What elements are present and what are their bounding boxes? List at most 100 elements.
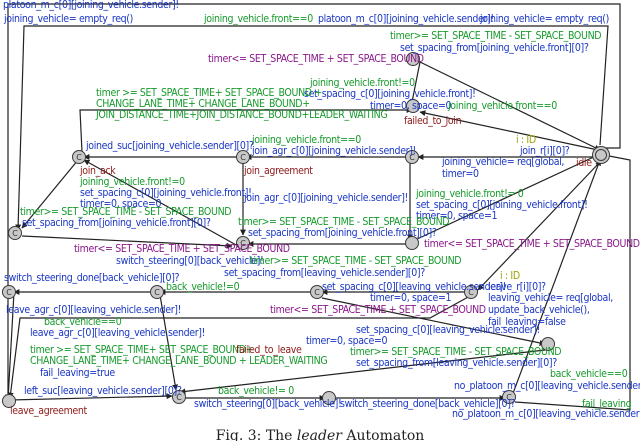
select-label: i : ID	[500, 270, 520, 282]
edge-label: leave_r[i][0]?	[488, 281, 546, 293]
edge-label: leaving_vehicle= req[global,	[488, 292, 613, 304]
committed-marker: C	[154, 287, 160, 297]
edge-label: set_spacing_c[0][joining_vehicle.front]!	[80, 187, 252, 199]
edge-label: set_spacing_c[0][joining_vehicle.front]!	[304, 88, 476, 100]
edge-label: timer=0, space=1	[370, 292, 452, 304]
edge-label: timer=0, space=0	[370, 100, 452, 112]
leave-left-node: C	[2, 285, 16, 299]
edge-label: joining_vehicle.front==0	[204, 13, 313, 25]
leave-request-node: C	[464, 285, 478, 299]
edge-label: set_spacing_from[joining_vehicle.front][…	[400, 42, 589, 54]
edge-label: leave_agr_c[0][leaving_vehicle.sender]!	[30, 327, 206, 339]
edge-label: update_back_vehicle(),	[488, 304, 590, 316]
edge-label: set_spacing_c[0][joining_vehicle.front]!	[416, 199, 588, 211]
committed-marker: C	[12, 228, 18, 238]
edge-label: joining_vehicle.front!=0	[80, 176, 185, 188]
failed-to-join-node	[406, 99, 420, 113]
edge-label: fail_leaving=true	[40, 367, 115, 379]
edge-label: switch_steering_done[back_vehicle][0]?	[4, 272, 180, 284]
edge-label: left_suc[leaving_vehicle.sender][0]?	[24, 385, 182, 397]
edge-label: set_spacing_from[leaving_vehicle.sender]…	[224, 267, 425, 279]
edge-label: back_vehicle!=0	[166, 281, 240, 293]
edge-label: CHANGE_LANE_TIME+ CHANGE_LANE_BOUND + LE…	[30, 355, 328, 367]
edge-label: joining_vehicle= empty_req()	[4, 13, 133, 25]
location-name-leave-agreement: leave_agreement	[10, 405, 87, 417]
location-invariant: timer<= SET_SPACE_TIME + SET_SPACE_BOUND	[208, 53, 424, 65]
edge-label: back_vehicle==0	[550, 368, 628, 380]
edge-label: set_spacing_from[leaving_vehicle.sender]…	[356, 357, 557, 369]
location-name-join-agreement: join_agreement	[244, 165, 313, 177]
edge-top-2	[15, 25, 609, 231]
leave-final-node: C	[502, 390, 516, 404]
join-spacing-right-node	[405, 236, 419, 250]
edge-label: JOIN_DISTANCE_TIME+JOIN_DISTANCE_BOUND+L…	[96, 109, 388, 121]
caption-suffix: Automaton	[341, 428, 425, 441]
edge-label: timer >= SET_SPACE_TIME+ SET_SPACE_BOUND…	[96, 87, 322, 99]
edge-label: timer>= SET_SPACE_TIME - SET_SPACE_BOUND	[20, 206, 232, 218]
edge-label: fail_leaving	[582, 398, 632, 410]
committed-marker: C	[240, 152, 246, 162]
join-spacing-mid-node: C	[236, 236, 250, 250]
edge-label: back_vehicle!= 0	[218, 385, 294, 397]
edge-label: timer=0, space=0	[80, 198, 162, 210]
edge-label: platoon_m_c[0][joining_vehicle.sender]!	[3, 0, 179, 11]
edge-label: timer>= SET_SPACE_TIME - SET_SPACE_BOUND	[390, 30, 602, 42]
join-agreement-node: C	[236, 150, 250, 164]
edge-label: set_spacing_c[0][leaving_vehicle.sender]…	[356, 324, 540, 336]
committed-marker: C	[506, 392, 512, 402]
caption-prefix: Fig. 3: The	[215, 428, 297, 441]
edge-label: joining_vehicle= empty_req()	[480, 13, 609, 25]
edge-label: fail_leaving=false	[488, 316, 566, 328]
committed-marker: C	[409, 152, 415, 162]
edge-label: timer>= SET_SPACE_TIME - SET_SPACE_BOUND	[238, 216, 450, 228]
figure-caption: Fig. 3: The leader Automaton	[0, 428, 640, 441]
committed-marker: C	[76, 152, 82, 162]
edge-label: back_vehicle==0	[44, 316, 122, 328]
location-name-idle: idle	[576, 157, 592, 169]
leave-steer-node	[322, 391, 336, 405]
edge-label: timer=0	[442, 168, 479, 180]
committed-marker: C	[468, 287, 474, 297]
edge-label: platoon_m_c[0][joining_vehicle.sender]!	[318, 13, 494, 25]
edge-label: join_agr_c[0][joining_vehicle.sender]!	[252, 145, 416, 157]
edge-label: switch_steering[0][back_vehicle]!	[194, 398, 342, 410]
edge-label: joining_vehicle.front==0	[252, 134, 361, 146]
edge-label: joining_vehicle= req[global,	[442, 156, 565, 168]
location-invariant: timer<= SET_SPACE_TIME + SET_SPACE_BOUND	[270, 304, 486, 316]
location-name-failed-to-leave: failed_to_leave	[236, 344, 302, 356]
edge-label: joining_vehicle.front!=0	[310, 77, 415, 89]
leave-agreement-node	[2, 394, 16, 408]
edge-label: CHANGE_LANE_TIME+ CHANGE_LANE_BOUND+	[96, 98, 310, 110]
leave-switch-node: C	[150, 285, 164, 299]
edge-label: timer>= SET_SPACE_TIME - SET_SPACE_BOUND	[250, 255, 462, 267]
edge-label: join_r[i][0]?	[520, 145, 570, 157]
edge-label: switch_steering[0][back_vehicle]!	[116, 255, 264, 267]
location-invariant: timer<= SET_SPACE_TIME + SET_SPACE_BOUND	[424, 238, 640, 250]
join-spacing-left-node: C	[8, 226, 22, 240]
edge-label: switch_steering_done[back_vehicle][0]?	[340, 398, 516, 410]
join-agreement-right-node: C	[405, 150, 419, 164]
edge-label: timer >= SET_SPACE_TIME+ SET_SPACE_BOUND…	[30, 344, 254, 356]
edge-label: no_platoon_m_c[0][leaving_vehicle.sender…	[454, 380, 640, 392]
select-label: i : ID	[516, 134, 536, 146]
committed-marker: C	[240, 238, 246, 248]
edge-label: set_spacing_c[0][leaving_vehicle.sender]…	[322, 281, 506, 293]
edge-label: joining_vehicle.front!= 0	[416, 188, 524, 200]
edge-label: timer=0, space=1	[416, 210, 498, 222]
edge-outer-top	[5, 3, 621, 401]
edge-label: timer>= SET_SPACE_TIME - SET_SPACE_BOUND	[350, 346, 562, 358]
edge-label: no_platoon_m_c[0][leaving_vehicle.sender…	[452, 408, 640, 420]
edge-label: set_spacing_from[joining_vehicle.front][…	[248, 227, 437, 239]
edge-label: leave_agr_c[0][leaving_vehicle.sender]!	[6, 304, 182, 316]
edge-label: set_spacing_from[joining_vehicle.front][…	[22, 217, 211, 229]
committed-node-join-top	[406, 52, 420, 66]
join-ack-node: C	[72, 150, 86, 164]
leave-spacing-node: C	[310, 285, 324, 299]
failed-to-leave-node	[541, 337, 555, 351]
edge-label: joined_suc[joining_vehicle.sender][0]?	[86, 140, 254, 152]
location-invariant: timer<= SET_SPACE_TIME + SET_SPACE_BOUND	[74, 243, 290, 255]
edge-label: timer=0, space=0	[306, 335, 388, 347]
committed-marker: C	[176, 392, 182, 402]
